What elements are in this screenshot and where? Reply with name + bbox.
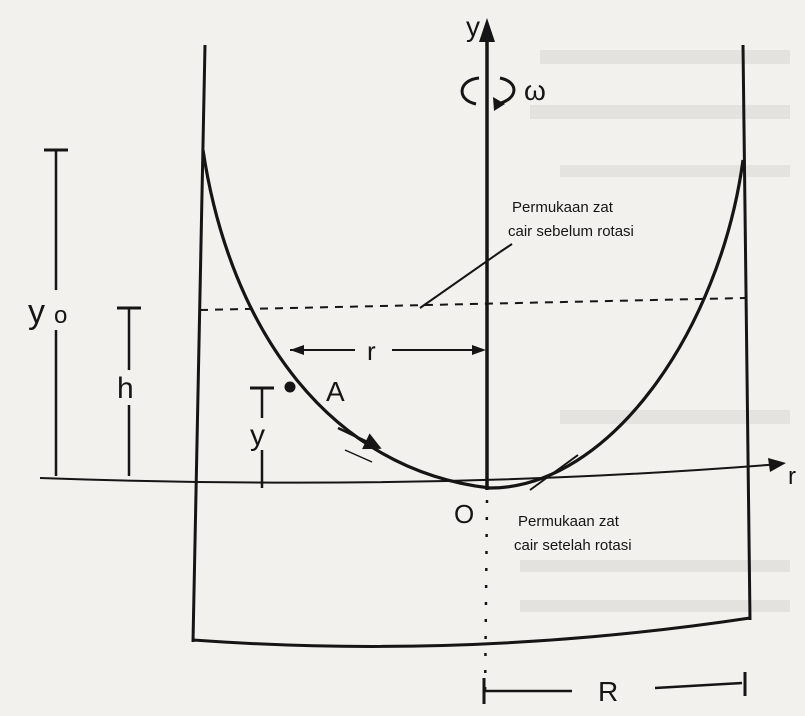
- r-dimension-left-arrow-icon: [290, 345, 304, 355]
- y-axis-arrow-icon: [479, 18, 495, 42]
- omega-label: ω: [524, 75, 546, 106]
- container-right-wall: [741, 44, 752, 621]
- r-axis-arrow-icon: [768, 458, 786, 472]
- h-label: h: [117, 372, 134, 405]
- y0-label: y: [28, 293, 45, 331]
- r-dimension-right-arrow-icon: [472, 345, 486, 355]
- y0-subscript: o: [54, 302, 67, 329]
- page-bleed-through: [520, 50, 790, 612]
- leader-before-rotation-tail: [499, 243, 513, 253]
- rotation-arc-icon: [460, 76, 480, 106]
- tangent-hatch: [344, 449, 373, 463]
- r-dimension-label: r: [367, 336, 376, 366]
- origin-label: O: [454, 499, 474, 529]
- rotation-axis-dotted-extension: [483, 499, 489, 701]
- tangent-arrow: [337, 426, 382, 450]
- y-axis-label: y: [466, 11, 480, 42]
- leader-before-rotation: [419, 251, 501, 309]
- before-rotation-text-line1: Permukaan zat: [512, 199, 614, 216]
- r-radius-line-right: [654, 681, 743, 690]
- container-bottom: [192, 616, 751, 648]
- before-rotation-text-line2: cair sebelum rotasi: [508, 223, 634, 240]
- rotation-arrow-icon: [493, 97, 505, 111]
- surface-after-rotation: [201, 149, 745, 490]
- after-rotation-text-line2: cair setelah rotasi: [514, 537, 632, 554]
- container-left-wall: [191, 44, 207, 643]
- after-rotation-text-line1: Permukaan zat: [518, 513, 620, 530]
- radius-label: R: [598, 676, 618, 707]
- r-axis: [39, 463, 781, 484]
- point-a-label: A: [326, 376, 345, 407]
- r-axis-label: r: [788, 463, 796, 490]
- surface-before-rotation: [199, 297, 746, 311]
- point-a-marker: [284, 381, 296, 393]
- y-label: y: [250, 419, 265, 452]
- leader-after-rotation: [529, 454, 579, 491]
- rotation-arc-right: [496, 76, 516, 106]
